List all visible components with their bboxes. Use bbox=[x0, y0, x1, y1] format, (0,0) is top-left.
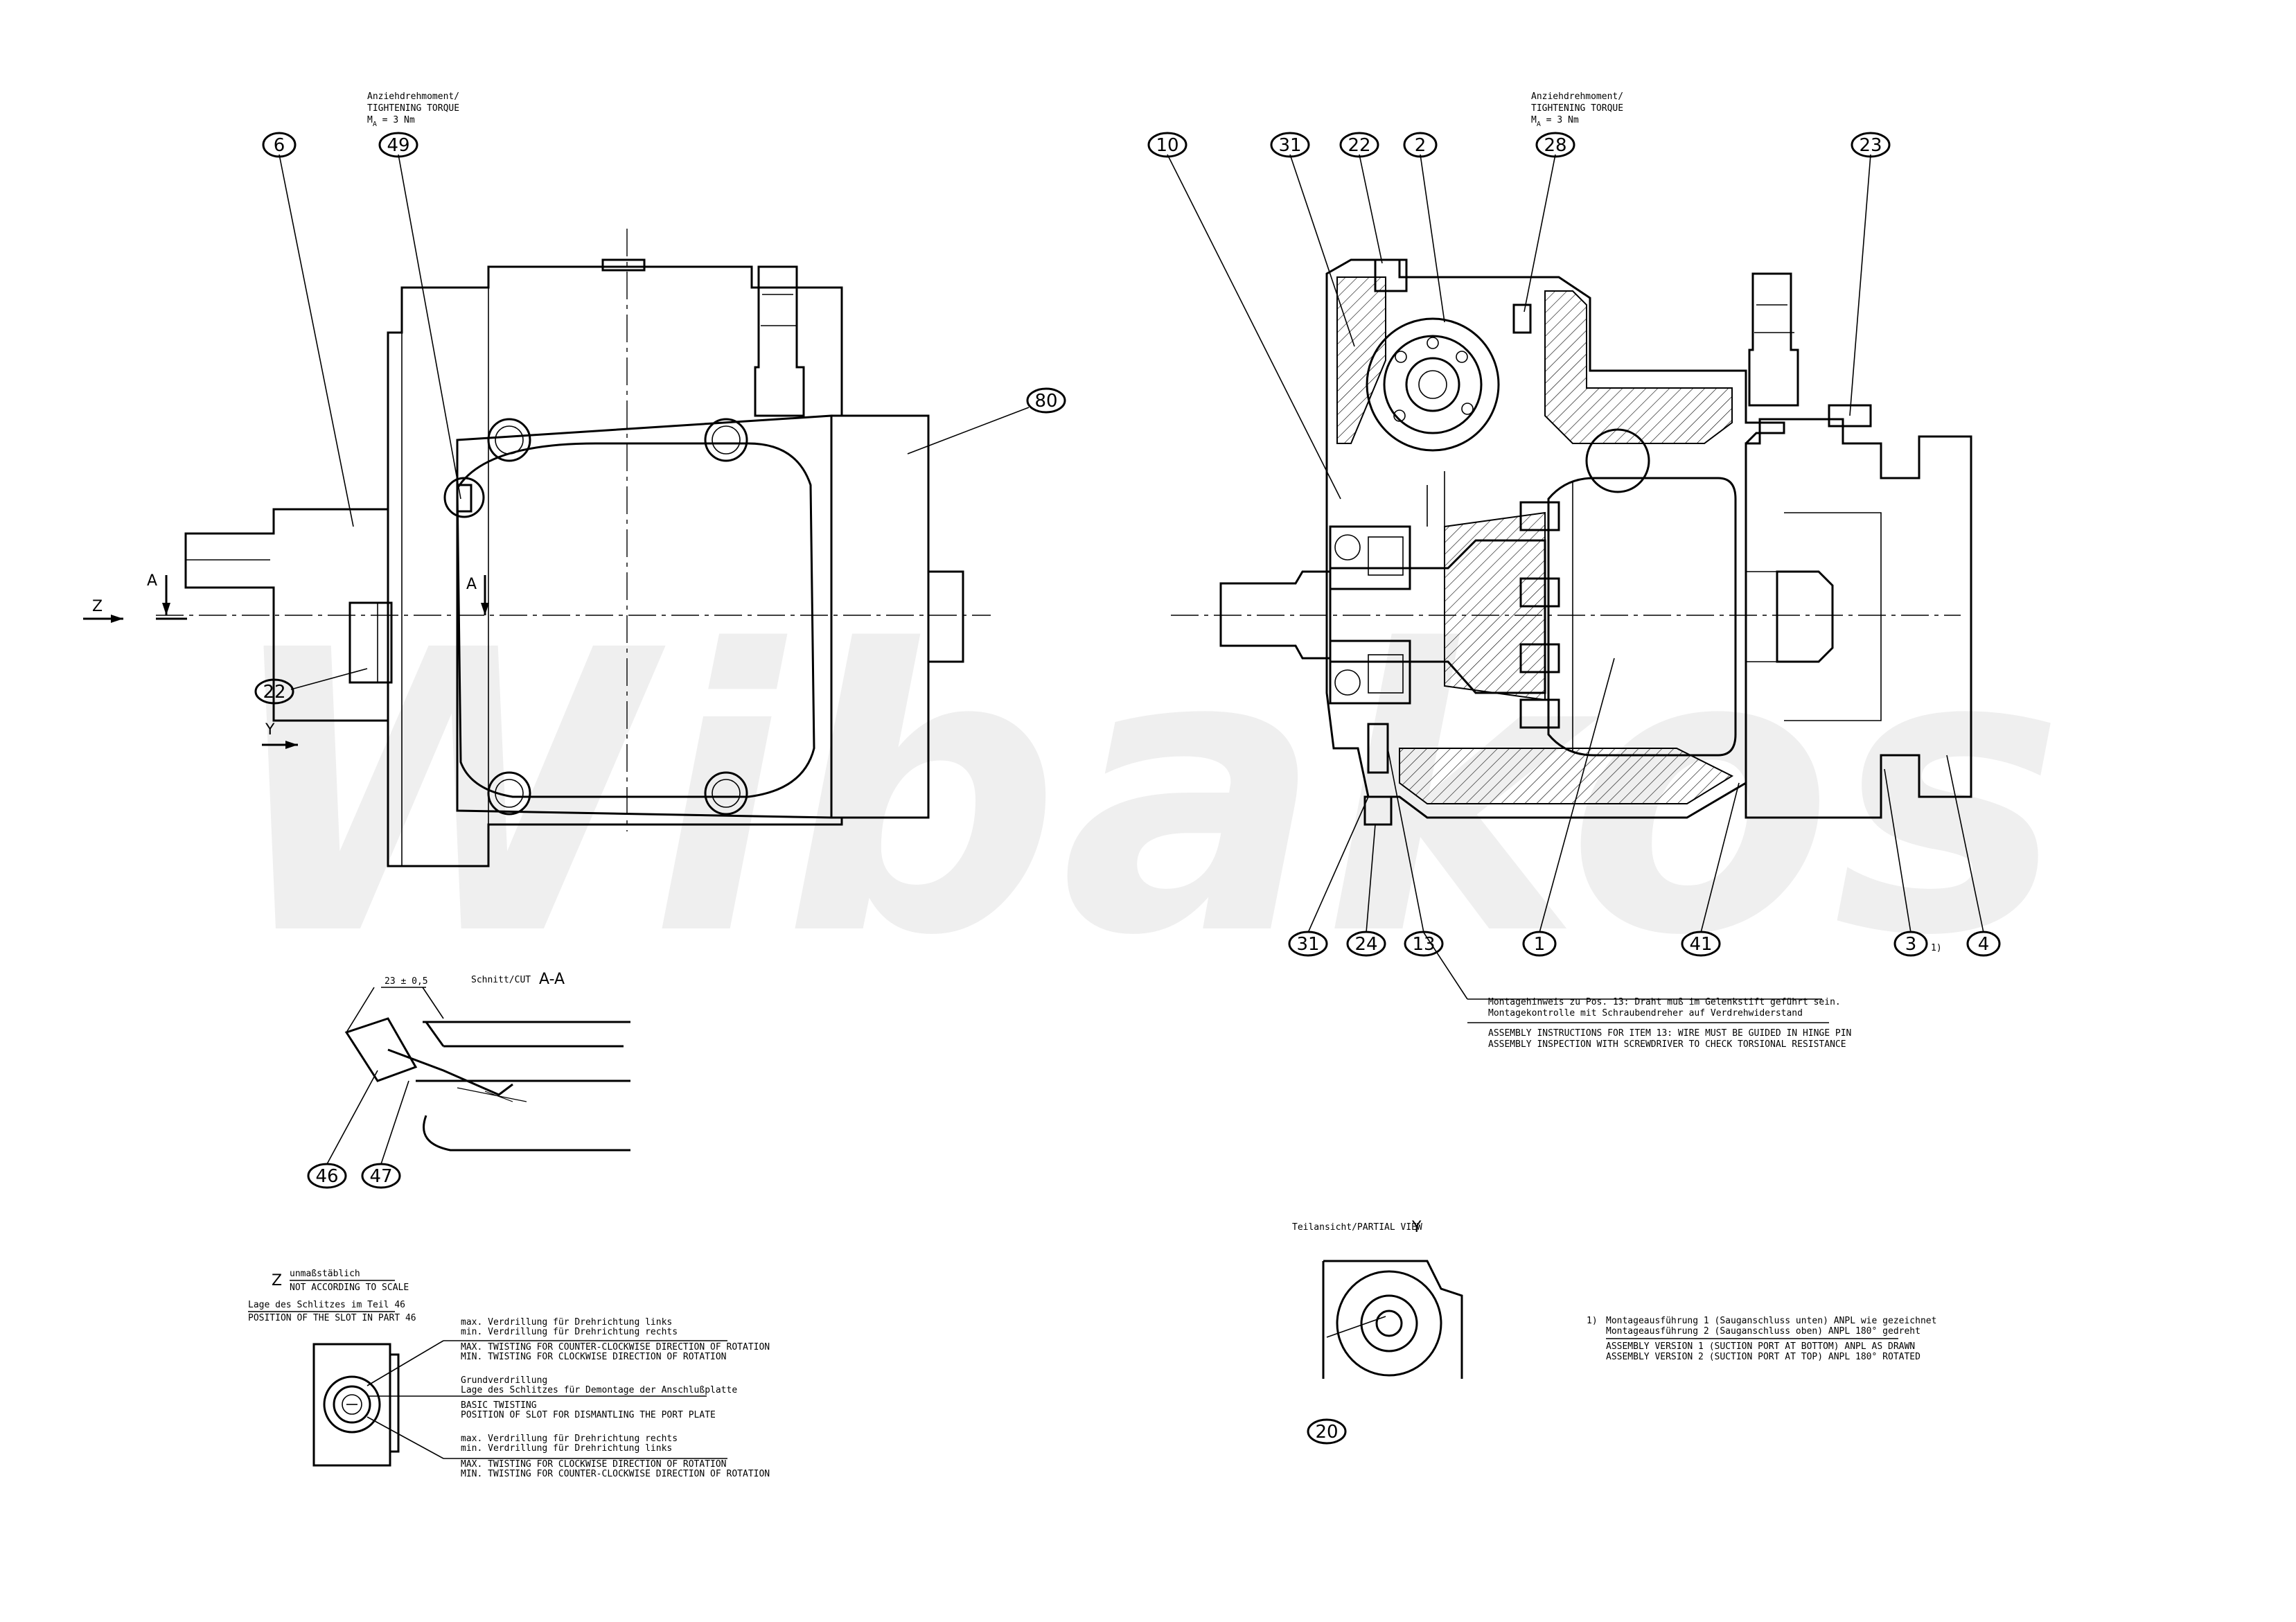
svg-text:Y: Y bbox=[1411, 1219, 1422, 1236]
svg-text:Z: Z bbox=[272, 1272, 282, 1289]
svg-text:1: 1 bbox=[1534, 934, 1546, 955]
svg-text:MA = 3 Nm: MA = 3 Nm bbox=[367, 115, 415, 128]
svg-text:POSITION OF THE SLOT IN PART 4: POSITION OF THE SLOT IN PART 46 bbox=[248, 1313, 416, 1323]
svg-text:31: 31 bbox=[1278, 135, 1301, 156]
svg-text:47: 47 bbox=[369, 1166, 392, 1187]
leader-lines bbox=[279, 154, 1984, 1338]
callout-10: 10 bbox=[1147, 132, 1187, 158]
partial-view-y: Teilansicht/PARTIAL VIEW Y bbox=[1292, 1219, 1463, 1379]
callout-22b: 22 bbox=[1339, 132, 1379, 158]
svg-text:unmaßstäblich: unmaßstäblich bbox=[290, 1269, 360, 1279]
callout-24: 24 bbox=[1346, 931, 1386, 957]
callout-49: 49 bbox=[378, 132, 418, 158]
callout-47: 47 bbox=[361, 1163, 401, 1189]
callout-2: 2 bbox=[1403, 132, 1438, 158]
svg-text:ASSEMBLY VERSION 2 (SUCTION PO: ASSEMBLY VERSION 2 (SUCTION PORT AT TOP)… bbox=[1606, 1352, 1920, 1362]
callout-28: 28 bbox=[1535, 132, 1575, 158]
callout-1: 1 bbox=[1522, 931, 1557, 957]
svg-text:ASSEMBLY INSPECTION WITH SCREW: ASSEMBLY INSPECTION WITH SCREWDRIVER TO … bbox=[1488, 1039, 1846, 1050]
svg-text:Y: Y bbox=[265, 721, 275, 739]
svg-text:MIN. TWISTING FOR CLOCKWISE DI: MIN. TWISTING FOR CLOCKWISE DIRECTION OF… bbox=[461, 1352, 727, 1362]
version-note: 1) Montageausführung 1 (Sauganschluss un… bbox=[1587, 1316, 1936, 1362]
svg-text:80: 80 bbox=[1034, 391, 1057, 412]
left-bolts bbox=[487, 418, 748, 816]
housing-hatch bbox=[1336, 276, 1734, 804]
svg-text:28: 28 bbox=[1544, 135, 1566, 156]
svg-text:49: 49 bbox=[387, 135, 409, 156]
svg-text:NOT ACCORDING TO SCALE: NOT ACCORDING TO SCALE bbox=[290, 1282, 409, 1293]
svg-text:max. Verdrillung für Drehricht: max. Verdrillung für Drehrichtung rechts bbox=[461, 1434, 678, 1444]
svg-text:max. Verdrillung für Drehricht: max. Verdrillung für Drehrichtung links bbox=[461, 1317, 672, 1328]
svg-text:24: 24 bbox=[1354, 934, 1377, 955]
right-section-view bbox=[1171, 258, 1972, 826]
section-a-a: Schnitt/CUT A-A 23 ± 0,5 bbox=[326, 971, 630, 1165]
svg-text:Schnitt/CUT: Schnitt/CUT bbox=[471, 975, 531, 985]
callout-13: 13 bbox=[1404, 931, 1444, 957]
svg-text:min. Verdrillung für Drehricht: min. Verdrillung für Drehrichtung links bbox=[461, 1443, 672, 1454]
svg-text:1): 1) bbox=[1587, 1316, 1598, 1326]
svg-text:22: 22 bbox=[1348, 135, 1370, 156]
callout-23: 23 bbox=[1851, 132, 1891, 158]
svg-text:46: 46 bbox=[315, 1166, 338, 1187]
watermark: Wibakos bbox=[222, 569, 2065, 1021]
svg-text:A: A bbox=[466, 576, 477, 593]
view-arrows-left: Z A A Y bbox=[83, 572, 489, 749]
svg-text:41: 41 bbox=[1689, 934, 1712, 955]
svg-text:Lage des Schlitzes im Teil 46: Lage des Schlitzes im Teil 46 bbox=[248, 1300, 405, 1310]
z-view: Z unmaßstäblich NOT ACCORDING TO SCALE L… bbox=[248, 1269, 770, 1479]
callout-3: 3 bbox=[1893, 931, 1928, 957]
svg-text:ASSEMBLY VERSION 1 (SUCTION PO: ASSEMBLY VERSION 1 (SUCTION PORT AT BOTT… bbox=[1606, 1341, 1915, 1352]
svg-text:2: 2 bbox=[1415, 135, 1427, 156]
svg-text:Teilansicht/PARTIAL VIEW: Teilansicht/PARTIAL VIEW bbox=[1292, 1222, 1422, 1233]
svg-text:Montageausführung 1 (Saugansch: Montageausführung 1 (Sauganschluss unten… bbox=[1606, 1316, 1936, 1326]
callout-4: 4 bbox=[1966, 931, 2001, 957]
svg-text:Montageausführung 2 (Saugansch: Montageausführung 2 (Sauganschluss oben)… bbox=[1606, 1326, 1920, 1337]
svg-text:MIN. TWISTING FOR COUNTER-CLOC: MIN. TWISTING FOR COUNTER-CLOCKWISE DIRE… bbox=[461, 1469, 770, 1479]
svg-text:10: 10 bbox=[1156, 135, 1178, 156]
svg-text:6: 6 bbox=[274, 135, 285, 156]
svg-text:TIGHTENING TORQUE: TIGHTENING TORQUE bbox=[1531, 103, 1623, 114]
callout-31a: 31 bbox=[1270, 132, 1310, 158]
assembly-note: Montagehinweis zu Pos. 13: Draht muß im … bbox=[1467, 997, 1851, 1050]
svg-text:Anziehdrehmoment/: Anziehdrehmoment/ bbox=[1531, 91, 1623, 102]
callout-20: 20 bbox=[1307, 1418, 1347, 1445]
svg-text:Montagehinweis zu Pos. 13: Dra: Montagehinweis zu Pos. 13: Draht muß im … bbox=[1488, 997, 1841, 1007]
torque-note-right: Anziehdrehmoment/ TIGHTENING TORQUE MA =… bbox=[1531, 91, 1623, 128]
svg-text:20: 20 bbox=[1315, 1422, 1338, 1443]
svg-text:POSITION OF SLOT FOR DISMANTLI: POSITION OF SLOT FOR DISMANTLING THE POR… bbox=[461, 1410, 716, 1420]
torque-note-left: Anziehdrehmoment/ TIGHTENING TORQUE MA =… bbox=[367, 91, 459, 128]
callout-80: 80 bbox=[1026, 387, 1066, 414]
callout-31b: 31 bbox=[1288, 931, 1328, 957]
svg-text:Anziehdrehmoment/: Anziehdrehmoment/ bbox=[367, 91, 459, 102]
svg-text:23: 23 bbox=[1859, 135, 1882, 156]
svg-text:min. Verdrillung für Drehricht: min. Verdrillung für Drehrichtung rechts bbox=[461, 1327, 678, 1337]
svg-text:4: 4 bbox=[1978, 934, 1990, 955]
svg-text:MAX. TWISTING FOR CLOCKWISE DI: MAX. TWISTING FOR CLOCKWISE DIRECTION OF… bbox=[461, 1459, 727, 1470]
svg-text:13: 13 bbox=[1412, 934, 1435, 955]
left-external-view bbox=[156, 229, 991, 867]
svg-text:22: 22 bbox=[263, 682, 285, 703]
callout-46: 46 bbox=[307, 1163, 347, 1189]
svg-text:23 ± 0,5: 23 ± 0,5 bbox=[385, 976, 428, 987]
footnote-mark: 1) bbox=[1931, 943, 1942, 953]
svg-text:ASSEMBLY INSTRUCTIONS FOR ITEM: ASSEMBLY INSTRUCTIONS FOR ITEM 13: WIRE … bbox=[1488, 1028, 1851, 1039]
svg-text:MA = 3 Nm: MA = 3 Nm bbox=[1531, 115, 1579, 128]
svg-text:Montagekontrolle mit Schrauben: Montagekontrolle mit Schraubendreher auf… bbox=[1488, 1008, 1803, 1019]
callout-22a: 22 bbox=[254, 678, 294, 705]
callout-6: 6 bbox=[262, 132, 297, 158]
svg-text:A-A: A-A bbox=[539, 971, 565, 988]
svg-text:Grundverdrillung: Grundverdrillung bbox=[461, 1375, 547, 1386]
svg-text:3: 3 bbox=[1905, 934, 1917, 955]
svg-text:31: 31 bbox=[1296, 934, 1319, 955]
callout-41: 41 bbox=[1681, 931, 1721, 957]
svg-text:MAX. TWISTING FOR COUNTER-CLOC: MAX. TWISTING FOR COUNTER-CLOCKWISE DIRE… bbox=[461, 1342, 770, 1352]
svg-text:Lage des Schlitzes für Demonta: Lage des Schlitzes für Demontage der Ans… bbox=[461, 1385, 737, 1395]
svg-text:TIGHTENING TORQUE: TIGHTENING TORQUE bbox=[367, 103, 459, 114]
svg-text:BASIC TWISTING: BASIC TWISTING bbox=[461, 1400, 537, 1411]
svg-text:Z: Z bbox=[92, 598, 103, 615]
svg-text:A: A bbox=[147, 572, 157, 590]
